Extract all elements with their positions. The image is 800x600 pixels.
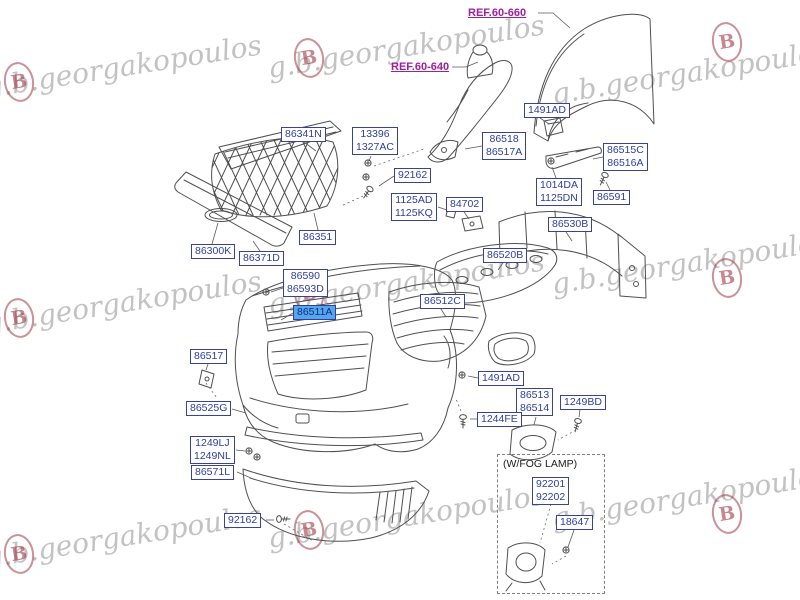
fog-lamp-option-box: (W/FOG LAMP) bbox=[497, 454, 605, 594]
lower-cover-drawing bbox=[242, 468, 430, 542]
part-number: 1249NL bbox=[194, 450, 231, 463]
part-label-86351[interactable]: 86351 bbox=[299, 230, 337, 246]
part-label-84702[interactable]: 84702 bbox=[446, 197, 484, 213]
part-label-86300K[interactable]: 86300K bbox=[191, 244, 236, 260]
part-number: 86517A bbox=[486, 146, 523, 159]
part-label-86520B[interactable]: 86520B bbox=[483, 248, 528, 264]
part-number: 86341N bbox=[285, 128, 322, 140]
emblem-drawing bbox=[204, 208, 238, 222]
part-label-86571L[interactable]: 86571L bbox=[191, 465, 235, 481]
part-number: 86516A bbox=[607, 157, 644, 170]
part-number: 86300K bbox=[195, 245, 232, 257]
part-number: 86591 bbox=[597, 191, 627, 203]
air-duct-drawing bbox=[427, 60, 513, 163]
part-number: 86571L bbox=[195, 466, 231, 478]
part-number: 86511A bbox=[297, 306, 333, 318]
part-label-86371D[interactable]: 86371D bbox=[239, 251, 284, 267]
part-number: 86520B bbox=[487, 249, 524, 261]
part-number: 1491AD bbox=[482, 372, 520, 384]
part-label-86511A[interactable]: 86511A bbox=[293, 305, 337, 321]
part-number: 86590 bbox=[290, 270, 320, 282]
part-label-92162[interactable]: 92162 bbox=[224, 513, 262, 529]
part-number: 86525G bbox=[190, 402, 228, 414]
leader-lines bbox=[205, 12, 611, 548]
part-number: 1327AC bbox=[356, 141, 394, 154]
fog-lamp-option-title: (W/FOG LAMP) bbox=[503, 458, 578, 470]
part-label-18647[interactable]: 18647 bbox=[556, 515, 594, 531]
part-number: 1125DN bbox=[540, 192, 578, 205]
part-number: 13396 bbox=[360, 128, 390, 140]
part-number: 86593D bbox=[287, 283, 324, 296]
alignment-dotted-lines bbox=[205, 148, 577, 565]
part-number: 86371D bbox=[243, 252, 280, 264]
fog-lamp-drawing bbox=[505, 542, 546, 592]
part-label-86591[interactable]: 86591 bbox=[593, 190, 631, 206]
ref-link-REF.60-660[interactable]: REF.60-660 bbox=[468, 7, 527, 19]
part-number: 86518 bbox=[489, 133, 519, 145]
part-number: 86515C bbox=[607, 144, 644, 156]
washer-neck-drawing bbox=[466, 44, 494, 79]
part-number: 86530B bbox=[552, 218, 589, 230]
part-label-1249BD[interactable]: 1249BD bbox=[560, 395, 606, 411]
part-number: 92162 bbox=[398, 169, 428, 181]
part-number: 1249LJ bbox=[195, 437, 230, 449]
part-label-86525G[interactable]: 86525G bbox=[186, 401, 232, 417]
part-number: 92162 bbox=[228, 514, 258, 526]
part-number: 1491AD bbox=[528, 104, 566, 116]
part-number: 1014DA bbox=[540, 179, 578, 191]
duct-bracket-drawing bbox=[429, 139, 459, 161]
side-rail-drawing bbox=[545, 146, 602, 169]
part-number: 86517 bbox=[194, 350, 224, 362]
part-number: 86512C bbox=[424, 295, 461, 307]
part-label-1244FE[interactable]: 1244FE bbox=[477, 412, 522, 428]
side-bracket-drawing bbox=[198, 369, 215, 389]
part-label-86512C[interactable]: 86512C bbox=[420, 294, 465, 310]
front-bumper-cover-drawing bbox=[234, 263, 457, 453]
fog-lamp-cover-drawing bbox=[509, 424, 557, 461]
part-number: 1125AD bbox=[395, 194, 433, 206]
part-label-86517[interactable]: 86517 bbox=[190, 349, 228, 365]
part-label-86341N[interactable]: 86341N bbox=[281, 127, 326, 143]
ref-link-REF.60-640[interactable]: REF.60-640 bbox=[391, 61, 450, 73]
part-number: 1244FE bbox=[481, 413, 518, 425]
part-number: 86513 bbox=[520, 389, 550, 401]
part-number: 1249BD bbox=[564, 396, 602, 408]
grille-lower-molding-drawing bbox=[174, 171, 293, 247]
part-label-1491AD[interactable]: 1491AD bbox=[524, 103, 570, 119]
radiator-grille-drawing bbox=[211, 137, 339, 218]
part-number: 92201 bbox=[536, 478, 566, 490]
part-number: 92202 bbox=[536, 491, 566, 504]
part-number: 1125KQ bbox=[395, 207, 433, 220]
part-label-86530B[interactable]: 86530B bbox=[548, 217, 593, 233]
part-number: 84702 bbox=[450, 198, 480, 210]
part-number: 86351 bbox=[303, 231, 333, 243]
fender-bracket-drawing bbox=[543, 117, 564, 137]
part-label-1491AD[interactable]: 1491AD bbox=[478, 371, 524, 387]
part-label-92162[interactable]: 92162 bbox=[394, 168, 432, 184]
part-number: 86514 bbox=[520, 402, 550, 415]
part-number: 18647 bbox=[560, 516, 590, 528]
lower-strip-drawing bbox=[244, 426, 424, 447]
